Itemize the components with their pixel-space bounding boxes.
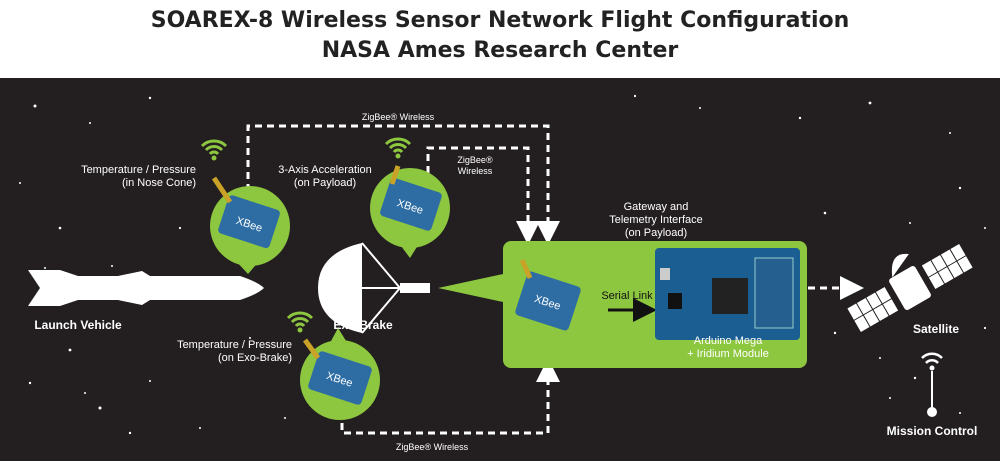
zigbee-mid-label-1: ZigBee®: [457, 155, 493, 165]
zigbee-bottom-label: ZigBee® Wireless: [396, 442, 469, 452]
sensor-payload-label-2: (on Payload): [294, 177, 356, 189]
zigbee-top-label: ZigBee® Wireless: [362, 112, 435, 122]
zigbee-link-bottom: [340, 358, 560, 435]
arduino-label-2: + Iridium Module: [687, 348, 769, 360]
exo-brake-label: Exo-Brake: [333, 318, 393, 332]
diagram-canvas: ZigBee® Wireless ZigBee® Wireless ZigBee…: [0, 78, 1000, 461]
sensor-exo-brake-label-1: Temperature / Pressure: [177, 339, 292, 351]
exo-brake-icon: [318, 242, 430, 334]
diagram-subtitle: NASA Ames Research Center: [321, 38, 679, 63]
sensor-nose-cone-label-2: (in Nose Cone): [122, 177, 196, 189]
diagram-title: SOAREX-8 Wireless Sensor Network Flight …: [150, 8, 850, 33]
sensor-exo-brake-label-2: (on Exo-Brake): [218, 352, 292, 364]
zigbee-link-mid: [426, 146, 540, 245]
sensor-nose-cone-label-1: Temperature / Pressure: [81, 164, 196, 176]
sensor-exo-brake: XBee: [286, 311, 380, 420]
gateway-label-2: Telemetry Interface: [609, 214, 703, 226]
launch-vehicle-icon: [28, 270, 264, 306]
diagram-svg: ZigBee® Wireless ZigBee® Wireless ZigBee…: [19, 94, 987, 452]
star-field: [19, 94, 987, 435]
zigbee-mid-label-2: Wireless: [458, 166, 493, 176]
arduino-label-1: Arduino Mega: [694, 335, 763, 347]
zigbee-link-top: [246, 124, 560, 245]
gateway-panel: XBee: [438, 241, 807, 368]
serial-link-label: Serial Link: [601, 290, 653, 302]
sensor-nose-cone: XBee: [200, 139, 290, 274]
wifi-icon: [384, 137, 412, 160]
wifi-icon: [200, 139, 228, 162]
mission-control-node: [927, 407, 937, 417]
downlink-signal-icon: [921, 352, 943, 371]
mission-control-label: Mission Control: [887, 424, 978, 438]
sensor-payload-accel: XBee: [370, 137, 450, 258]
wifi-icon: [286, 311, 314, 334]
gateway-label-1: Gateway and: [624, 201, 689, 213]
diagram-header: SOAREX-8 Wireless Sensor Network Flight …: [0, 0, 1000, 78]
satellite-icon: [846, 242, 974, 334]
gateway-label-3: (on Payload): [625, 227, 687, 239]
launch-vehicle-label: Launch Vehicle: [34, 318, 122, 332]
sensor-payload-label-1: 3-Axis Acceleration: [278, 164, 372, 176]
satellite-label: Satellite: [913, 322, 959, 336]
